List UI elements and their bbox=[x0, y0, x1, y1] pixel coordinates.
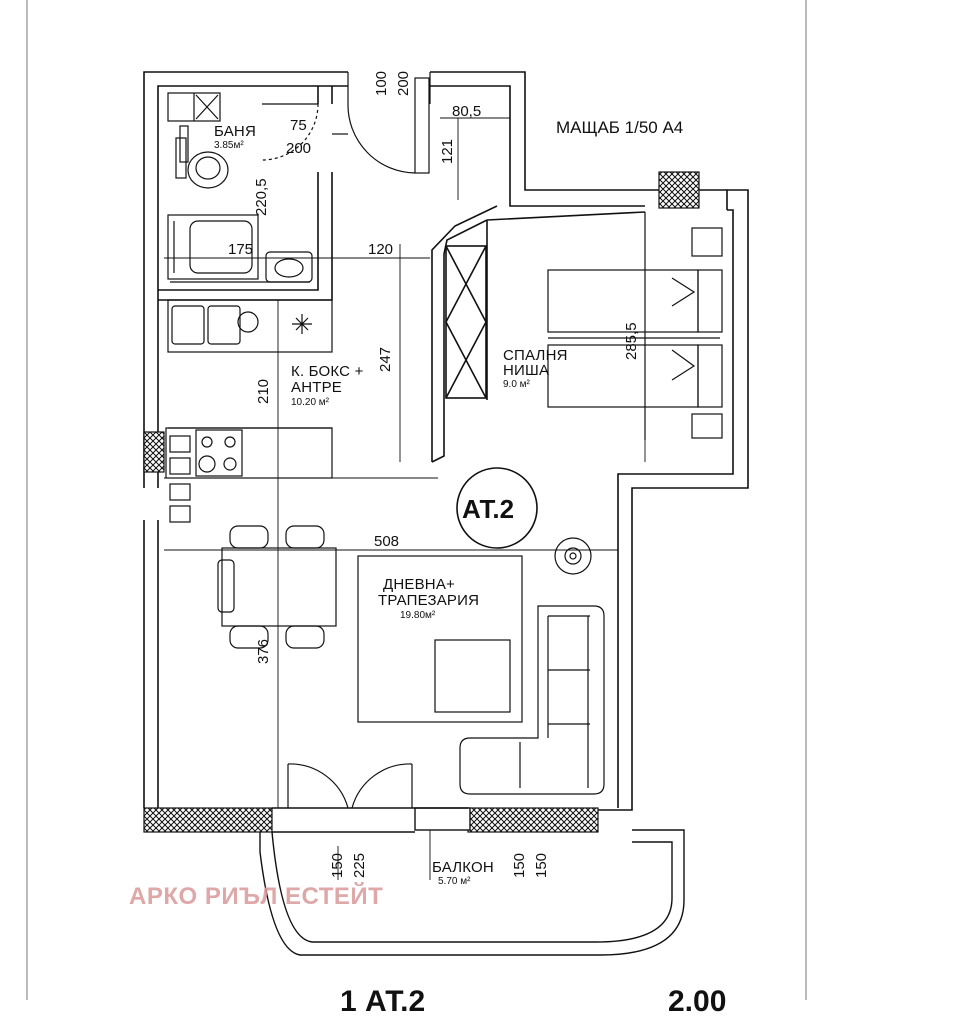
dim-80-5: 80,5 bbox=[452, 103, 482, 120]
dim-175: 175 bbox=[228, 241, 254, 258]
dimension-lines bbox=[164, 117, 646, 880]
dim-508: 508 bbox=[374, 533, 400, 550]
dim-225: 225 bbox=[351, 852, 368, 878]
bedroom-name-line1: СПАЛНЯ bbox=[503, 347, 568, 364]
dim-220-5: 220,5 bbox=[253, 178, 270, 216]
dim-121: 121 bbox=[439, 138, 456, 164]
bathroom-door bbox=[261, 103, 319, 161]
dim-150-right: 150 bbox=[533, 852, 550, 878]
hatched-wall-left bbox=[143, 431, 165, 473]
kitchen-name-line2: АНТРЕ bbox=[291, 379, 343, 396]
living-name-line1: ДНЕВНА+ bbox=[383, 576, 455, 593]
dim-247: 247 bbox=[377, 346, 394, 372]
outer-walls bbox=[143, 71, 749, 811]
dim-100: 100 bbox=[373, 70, 390, 96]
living-name-line2: ТРАПЕЗАРИЯ bbox=[378, 592, 480, 609]
dining-set bbox=[217, 525, 337, 649]
balcony-outline bbox=[259, 829, 685, 956]
bedroom-partition bbox=[431, 205, 646, 463]
balcony-area: 5.70 м² bbox=[438, 876, 471, 887]
dim-75: 75 bbox=[290, 117, 307, 134]
kitchen-counter bbox=[165, 299, 333, 523]
scale-label: МАЩАБ 1/50 А4 bbox=[556, 118, 684, 137]
footer-left: 1 АТ.2 bbox=[340, 985, 426, 1018]
dim-285-5: 285,5 bbox=[623, 322, 640, 360]
dim-150-mid: 150 bbox=[511, 852, 528, 878]
apartment-id-circle bbox=[456, 467, 538, 549]
entrance-door bbox=[332, 72, 431, 174]
kitchen-name-line1: К. БОКС + bbox=[291, 363, 364, 380]
bath-name: БАНЯ bbox=[214, 123, 256, 140]
balcony-door-frame bbox=[414, 807, 471, 831]
watermark: АРКО РИЪЛ ЕСТЕЙТ bbox=[129, 883, 384, 910]
footer-right: 2.00 bbox=[668, 985, 727, 1018]
dim-200: 200 bbox=[395, 70, 412, 96]
dim-120: 120 bbox=[368, 241, 394, 258]
hatched-chimney bbox=[658, 171, 700, 209]
bath-area: 3.85м² bbox=[214, 140, 244, 151]
balcony-doors bbox=[287, 763, 413, 809]
apartment-id-label: АТ.2 bbox=[462, 494, 515, 524]
living-area: 19.80м² bbox=[400, 610, 436, 621]
balcony-name: БАЛКОН bbox=[432, 859, 494, 876]
hatched-wall-bottom-right bbox=[467, 807, 599, 833]
dim-200-door: 200 bbox=[286, 140, 312, 157]
hatched-wall-bottom-left bbox=[143, 807, 273, 833]
dim-376: 376 bbox=[255, 638, 272, 664]
bedroom-name-line2: НИША bbox=[503, 362, 550, 379]
kitchen-area: 10.20 м² bbox=[291, 397, 330, 408]
bedroom-area: 9.0 м² bbox=[503, 379, 530, 390]
living-furniture bbox=[357, 537, 605, 795]
dim-210: 210 bbox=[255, 378, 272, 404]
dim-150-left: 150 bbox=[329, 852, 346, 878]
bathroom-fixtures bbox=[167, 92, 313, 283]
